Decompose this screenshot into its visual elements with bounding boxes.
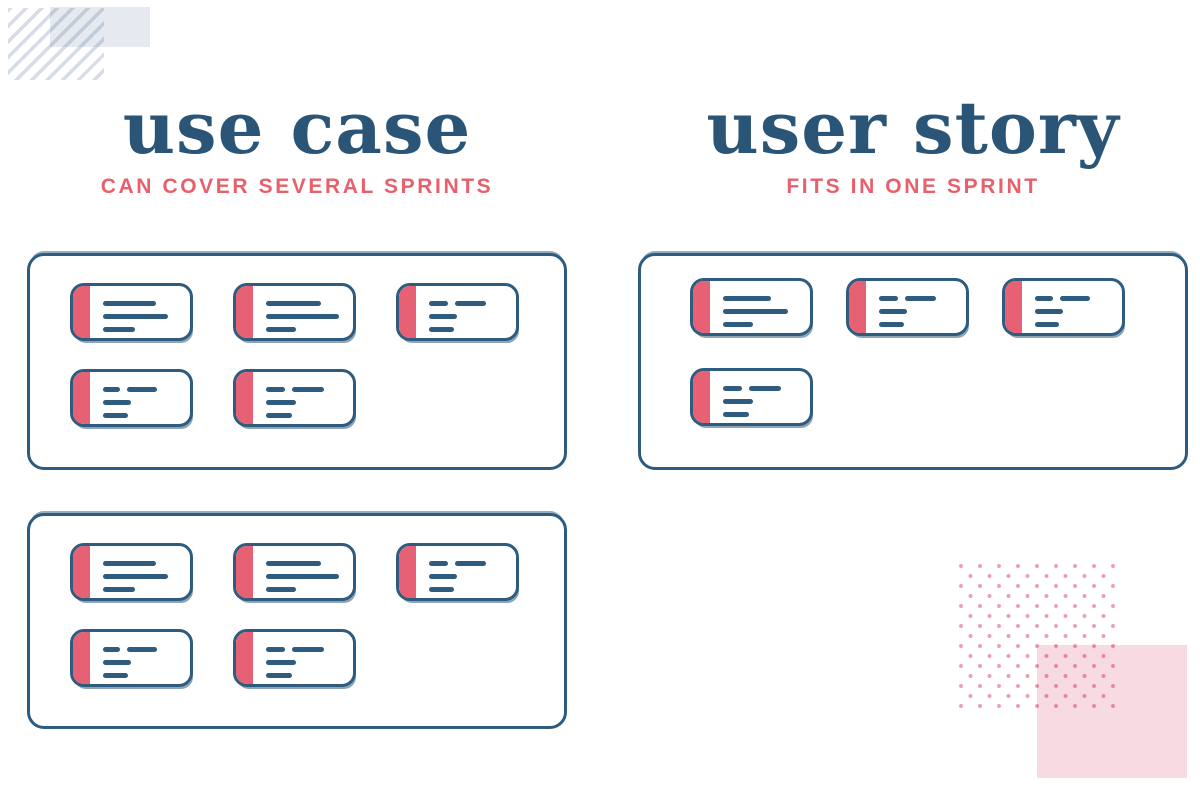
story-card xyxy=(690,278,813,336)
story-card xyxy=(70,543,193,601)
story-card xyxy=(70,629,193,687)
use-case-header: use case CAN COVER SEVERAL SPRINTS xyxy=(27,85,567,198)
story-card xyxy=(233,369,356,427)
story-card xyxy=(396,283,519,341)
top-left-diagonal-stripes-decoration xyxy=(8,8,104,80)
user-story-header: user story FITS IN ONE SPRINT xyxy=(638,85,1188,198)
card-accent-strip xyxy=(236,286,253,338)
card-text-lines xyxy=(429,301,486,332)
card-row xyxy=(70,543,564,601)
use-case-board-2 xyxy=(27,513,567,729)
use-case-subtitle: CAN COVER SEVERAL SPRINTS xyxy=(100,175,494,198)
card-row xyxy=(690,368,1185,426)
card-text-lines xyxy=(103,647,157,678)
card-text-lines xyxy=(723,386,781,417)
user-story-title: user story xyxy=(706,85,1120,170)
story-card xyxy=(70,369,193,427)
user-story-board xyxy=(638,253,1188,470)
bottom-right-dot-grid-decoration xyxy=(958,563,1118,713)
card-text-lines xyxy=(429,561,486,592)
use-case-board-1 xyxy=(27,253,567,470)
card-row xyxy=(70,369,564,427)
card-accent-strip xyxy=(236,372,253,424)
story-card xyxy=(846,278,969,336)
card-text-lines xyxy=(1035,296,1090,327)
card-text-lines xyxy=(723,296,788,327)
card-accent-strip xyxy=(1005,281,1022,333)
story-card xyxy=(70,283,193,341)
story-card xyxy=(233,283,356,341)
card-accent-strip xyxy=(236,632,253,684)
card-text-lines xyxy=(103,301,168,332)
card-text-lines xyxy=(266,387,324,418)
card-text-lines xyxy=(266,561,339,592)
card-row xyxy=(70,629,564,687)
story-card xyxy=(1002,278,1125,336)
user-story-subtitle: FITS IN ONE SPRINT xyxy=(786,175,1040,198)
card-text-lines xyxy=(103,561,168,592)
card-text-lines xyxy=(266,647,324,678)
story-card xyxy=(233,543,356,601)
card-text-lines xyxy=(266,301,339,332)
card-text-lines xyxy=(879,296,936,327)
card-accent-strip xyxy=(693,281,710,333)
card-row xyxy=(690,278,1185,336)
story-card xyxy=(396,543,519,601)
story-card xyxy=(690,368,813,426)
card-accent-strip xyxy=(236,546,253,598)
card-accent-strip xyxy=(693,371,710,423)
card-accent-strip xyxy=(399,286,416,338)
card-accent-strip xyxy=(399,546,416,598)
story-card xyxy=(233,629,356,687)
card-row xyxy=(70,283,564,341)
card-accent-strip xyxy=(73,286,90,338)
card-accent-strip xyxy=(73,372,90,424)
card-accent-strip xyxy=(73,632,90,684)
card-accent-strip xyxy=(73,546,90,598)
card-accent-strip xyxy=(849,281,866,333)
card-text-lines xyxy=(103,387,157,418)
use-case-title: use case xyxy=(122,85,472,170)
